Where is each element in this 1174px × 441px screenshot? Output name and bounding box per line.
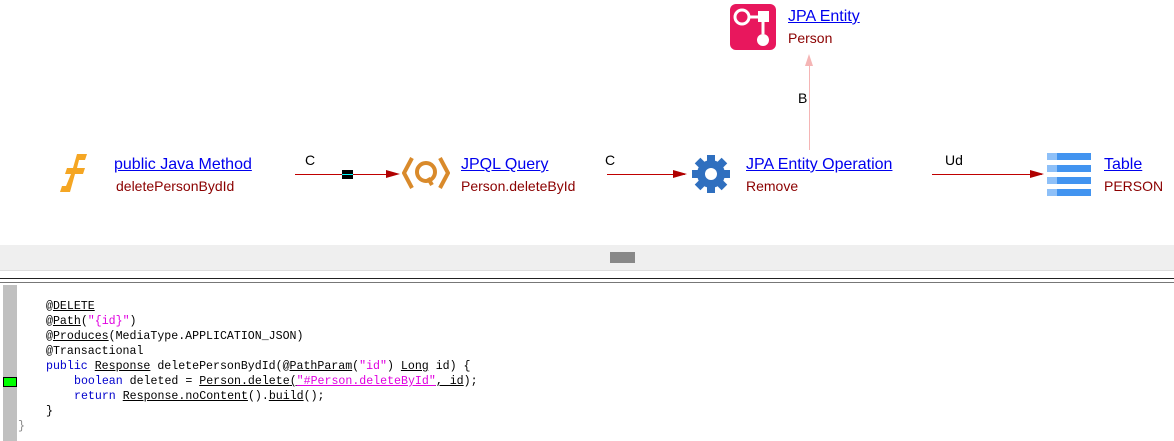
jpql-query-subtitle: Person.deleteById [461, 178, 576, 194]
code-line: } [46, 404, 53, 419]
code-line: @Path("{id}") [46, 314, 137, 329]
code-token: @ [46, 330, 53, 343]
arrowhead [673, 170, 687, 178]
edge-label-query-operation: C [605, 152, 616, 168]
code-token: id) { [428, 360, 471, 373]
gear-icon [692, 155, 730, 193]
arrowhead [386, 170, 400, 178]
code-token: Response [94, 360, 151, 373]
table-subtitle: PERSON [1104, 178, 1164, 194]
splitter-bar[interactable] [0, 245, 1174, 271]
edge-label-operation-entity: B [798, 90, 808, 106]
code-token: (). [247, 390, 269, 403]
edge-operation-entity [809, 60, 810, 150]
code-token: deletePersonBydId(@ [150, 360, 290, 373]
code-token: Path [52, 315, 81, 328]
code-line: boolean deleted = Person.delete("#Person… [74, 374, 478, 389]
code-token: } [18, 420, 25, 433]
code-token: @Transactional [46, 345, 144, 358]
code-token: "#Person.deleteById" [296, 375, 436, 388]
edge-query-operation [607, 174, 685, 175]
code-token: Response.noContent [122, 390, 248, 403]
code-token: @ [46, 300, 53, 313]
code-token: deleted = [122, 375, 200, 388]
table-title[interactable]: Table [1104, 156, 1143, 173]
code-line: } [18, 419, 25, 434]
code-line: @Produces(MediaType.APPLICATION_JSON) [46, 329, 303, 344]
code-token: Long [400, 360, 429, 373]
jpa-entity-subtitle: Person [788, 30, 833, 46]
code-token: @ [46, 315, 53, 328]
code-token: (MediaType.APPLICATION_JSON) [108, 330, 304, 343]
panel-separator [0, 278, 1174, 283]
splitter-grip[interactable] [610, 252, 635, 263]
code-token: ( [289, 375, 297, 388]
line-highlight-marker [3, 377, 17, 387]
code-token: Produces [52, 330, 109, 343]
code-token: return [74, 390, 116, 403]
code-token: "{id}" [87, 315, 130, 328]
code-gutter [3, 285, 17, 441]
arrowhead [1030, 170, 1044, 178]
code-token: ( [352, 360, 360, 373]
jpql-query-title[interactable]: JPQL Query [461, 156, 549, 173]
code-line: @Transactional [46, 344, 143, 359]
code-token: (); [303, 390, 325, 403]
edge-label-operation-table: Ud [945, 152, 963, 168]
query-icon [402, 157, 450, 189]
code-token: ) [129, 315, 137, 328]
jpa-entity-title[interactable]: JPA Entity [788, 8, 860, 25]
code-token: ) [386, 360, 401, 373]
code-line: return Response.noContent().build(); [74, 389, 325, 404]
code-token: Person.delete [199, 375, 290, 388]
edge-marker [342, 170, 353, 179]
jpa-operation-title[interactable]: JPA Entity Operation [746, 156, 893, 173]
code-token: ( [80, 315, 88, 328]
code-token: PathParam [289, 360, 353, 373]
java-method-title[interactable]: public Java Method [114, 156, 252, 173]
function-icon [60, 154, 87, 192]
code-token: "id" [359, 360, 387, 373]
code-line: @DELETE [46, 299, 95, 314]
java-method-subtitle: deletePersonBydId [116, 178, 235, 194]
code-token: ); [463, 375, 478, 388]
code-token: } [46, 405, 53, 418]
edge-operation-table [932, 174, 1042, 175]
edge-label-method-query: C [305, 152, 316, 168]
code-line: public Response deletePersonBydId(@PathP… [46, 359, 471, 374]
code-token: , id [435, 375, 464, 388]
entity-icon [730, 4, 776, 50]
table-icon [1047, 153, 1091, 196]
code-token: DELETE [52, 300, 95, 313]
code-token: boolean [74, 375, 123, 388]
code-token: build [268, 390, 304, 403]
arrowhead [805, 54, 813, 66]
code-token: public [46, 360, 88, 373]
edge-method-query [295, 174, 387, 175]
jpa-operation-subtitle: Remove [746, 178, 799, 194]
